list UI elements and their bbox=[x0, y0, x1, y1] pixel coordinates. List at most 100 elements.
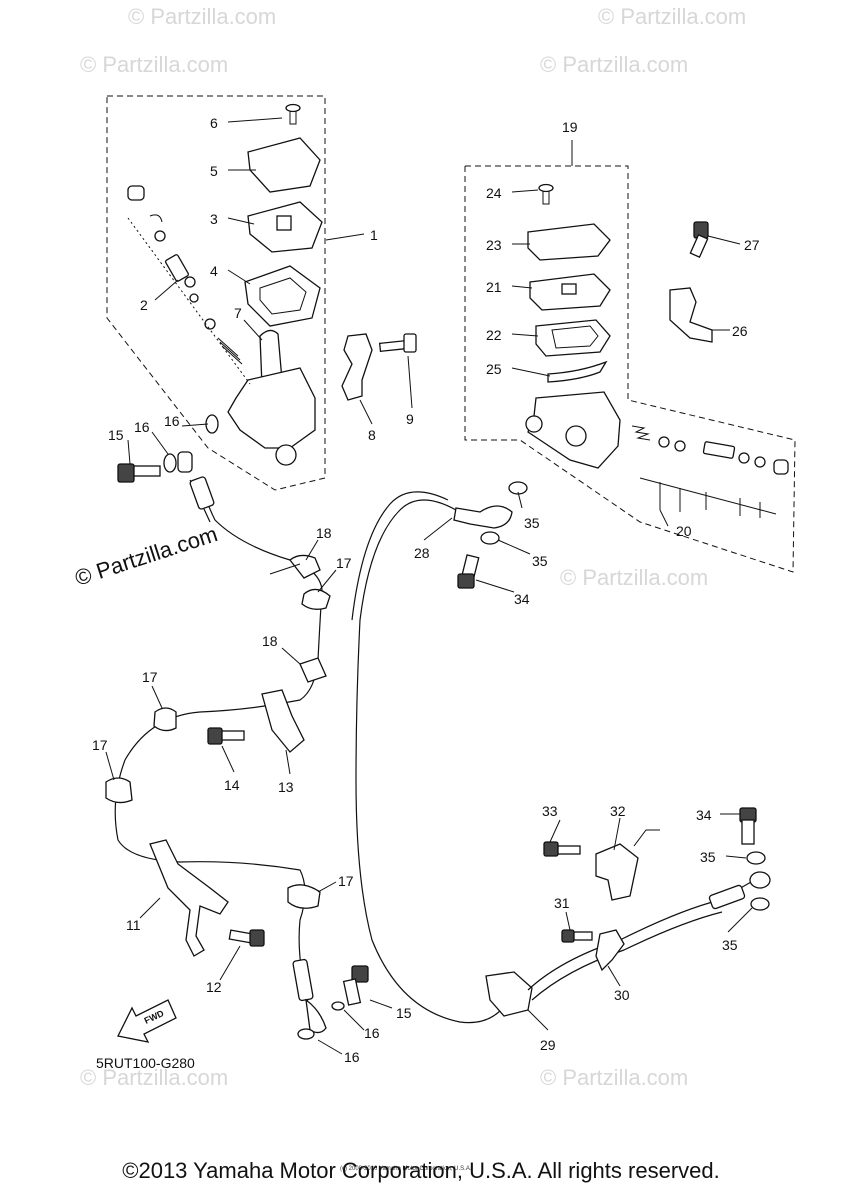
callout-1: 1 bbox=[370, 227, 378, 243]
callout-35-a: 35 bbox=[524, 515, 540, 531]
watermarks: © Partzilla.com © Partzilla.com © Partzi… bbox=[72, 4, 746, 1090]
callout-14: 14 bbox=[224, 777, 240, 793]
gasket-25 bbox=[547, 360, 608, 383]
watermark: © Partzilla.com bbox=[80, 52, 228, 77]
callout-16-upper-b: 16 bbox=[164, 413, 180, 429]
right-assembly-outline bbox=[464, 165, 796, 573]
banjo-right bbox=[749, 871, 771, 889]
reservoir-port bbox=[275, 444, 297, 466]
callout-15-upper: 15 bbox=[108, 427, 124, 443]
callout-21: 21 bbox=[486, 279, 502, 295]
banjo-bolt-34-upper bbox=[457, 554, 480, 589]
clamp-17-b bbox=[153, 707, 177, 732]
diaphragm-22 bbox=[535, 319, 611, 357]
callout-16-lower-b: 16 bbox=[344, 1049, 360, 1065]
callout-29: 29 bbox=[540, 1037, 556, 1053]
hose-fitting-lower bbox=[292, 958, 314, 1002]
callout-35-c: 35 bbox=[700, 849, 716, 865]
bracket-13 bbox=[261, 689, 305, 753]
callout-30: 30 bbox=[614, 987, 630, 1003]
master-cylinder-left bbox=[227, 367, 316, 449]
callout-3: 3 bbox=[210, 211, 218, 227]
screw-6 bbox=[285, 103, 301, 125]
cover-5 bbox=[247, 137, 321, 193]
callout-33: 33 bbox=[542, 803, 558, 819]
clamp-8 bbox=[341, 333, 373, 401]
watermark: © Partzilla.com bbox=[560, 565, 708, 590]
callout-34-lower: 34 bbox=[696, 807, 712, 823]
clamp-26 bbox=[669, 287, 713, 343]
callout-23: 23 bbox=[486, 237, 502, 253]
bolt-31 bbox=[561, 929, 593, 943]
plate-3-window bbox=[276, 215, 292, 231]
cover-23 bbox=[527, 223, 611, 261]
hose-fitting-right bbox=[708, 884, 746, 910]
plate-21-window bbox=[561, 283, 577, 295]
banjo-28 bbox=[453, 505, 513, 529]
callout-24: 24 bbox=[486, 185, 502, 201]
diagram-code: 5RUT100-G280 bbox=[96, 1055, 195, 1071]
bolt-33 bbox=[543, 841, 581, 857]
callout-16-lower-a: 16 bbox=[364, 1025, 380, 1041]
washer-35-b bbox=[480, 531, 500, 545]
copyright-notice: ©2013 Yamaha Motor Corporation, U.S.A. A… bbox=[122, 1158, 720, 1183]
guide-18-top bbox=[289, 554, 321, 579]
callout-32: 32 bbox=[610, 803, 626, 819]
callout-18-lower: 18 bbox=[262, 633, 278, 649]
callout-26: 26 bbox=[732, 323, 748, 339]
callout-9: 9 bbox=[406, 411, 414, 427]
callout-34-upper: 34 bbox=[514, 591, 530, 607]
washer-35-d bbox=[746, 851, 766, 865]
callout-7: 7 bbox=[234, 305, 242, 321]
bolt-27 bbox=[689, 221, 709, 259]
watermark: © Partzilla.com bbox=[540, 1065, 688, 1090]
callout-4: 4 bbox=[210, 263, 218, 279]
bolt-9 bbox=[378, 333, 417, 353]
callout-18-upper: 18 bbox=[316, 525, 332, 541]
callout-17-a: 17 bbox=[336, 555, 352, 571]
screw-24 bbox=[538, 183, 554, 205]
banjo-bolt-15-lower bbox=[342, 965, 369, 1006]
bracket-32 bbox=[595, 843, 639, 901]
callout-12: 12 bbox=[206, 979, 222, 995]
watermark: © Partzilla.com bbox=[128, 4, 276, 29]
callout-31: 31 bbox=[554, 895, 570, 911]
callout-17-c: 17 bbox=[92, 737, 108, 753]
callout-13: 13 bbox=[278, 779, 294, 795]
guide-18-b bbox=[299, 657, 327, 683]
callout-20: 20 bbox=[676, 523, 692, 539]
bracket-11 bbox=[149, 839, 229, 957]
bolt-12 bbox=[228, 929, 265, 947]
watermark: © Partzilla.com bbox=[540, 52, 688, 77]
callout-27: 27 bbox=[744, 237, 760, 253]
callout-8: 8 bbox=[368, 427, 376, 443]
callout-16-upper-a: 16 bbox=[134, 419, 150, 435]
fwd-arrow: FWD bbox=[117, 999, 177, 1043]
washer-16-d bbox=[331, 1001, 345, 1011]
clamp-17-c bbox=[105, 777, 133, 804]
callout-17-b: 17 bbox=[142, 669, 158, 685]
banjo-bolt-15-left bbox=[117, 463, 161, 483]
watermark-dark: © Partzilla.com bbox=[72, 521, 221, 591]
hose-fitting bbox=[189, 476, 215, 510]
clamp-30 bbox=[595, 929, 625, 972]
callout-35-d: 35 bbox=[722, 937, 738, 953]
washer-16-b bbox=[177, 451, 193, 473]
piston-kit-2 bbox=[127, 185, 251, 385]
piston-kit-20 bbox=[631, 425, 789, 518]
washer-16-e bbox=[297, 1028, 315, 1040]
washer-16 bbox=[163, 453, 177, 473]
banjo-bolt-34-lower bbox=[739, 807, 757, 845]
callout-15-lower: 15 bbox=[396, 1005, 412, 1021]
callout-22: 22 bbox=[486, 327, 502, 343]
callout-17-d: 17 bbox=[338, 873, 354, 889]
bolt-14 bbox=[207, 727, 245, 745]
callout-25: 25 bbox=[486, 361, 502, 377]
tiny-copyright: (c) 2008-2016 Yamaha Motor Corporation, … bbox=[340, 1166, 472, 1172]
diaphragm-4 bbox=[244, 265, 321, 327]
washer-35-c bbox=[750, 897, 770, 911]
callout-6: 6 bbox=[210, 115, 218, 131]
leader-lines bbox=[105, 117, 753, 1055]
callout-28: 28 bbox=[414, 545, 430, 561]
